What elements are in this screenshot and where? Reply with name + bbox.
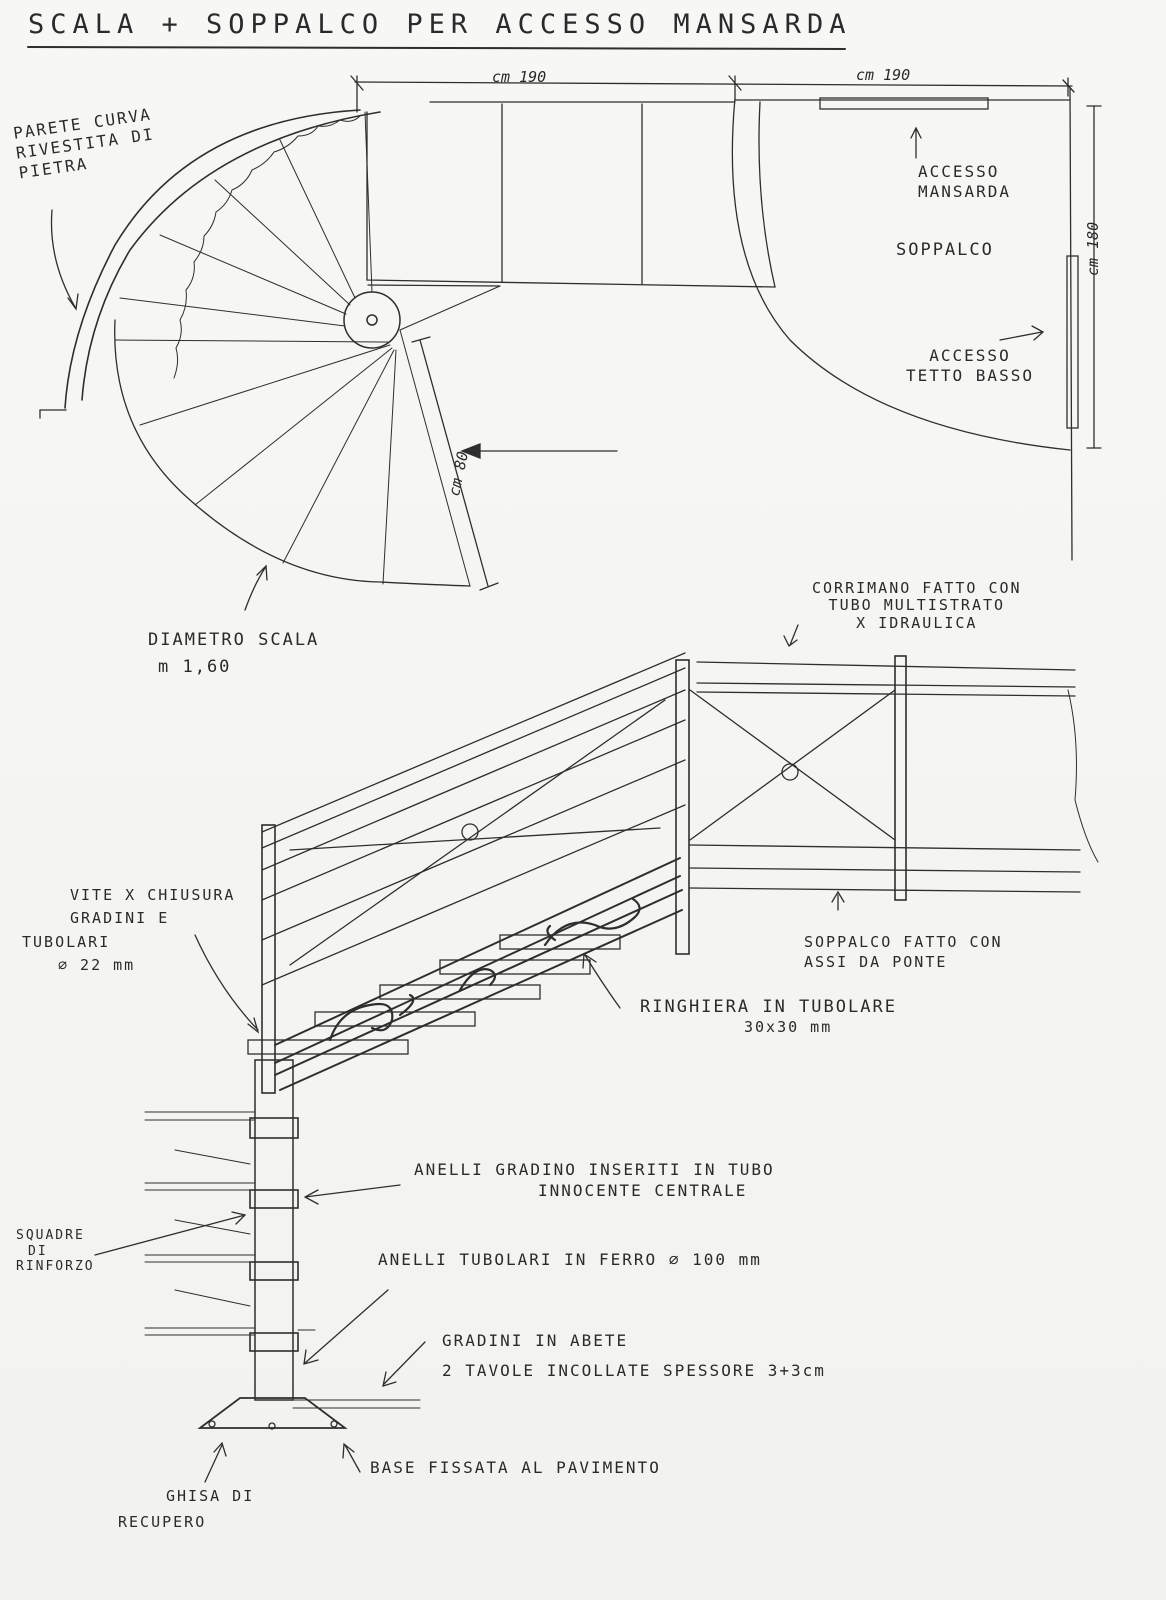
handrail-arrow xyxy=(783,624,799,647)
stair-treads xyxy=(114,111,501,587)
railing-scrolls xyxy=(328,897,641,1042)
wall-arrow xyxy=(50,209,79,311)
dimension-line-step xyxy=(419,339,489,587)
loft-label: SOPPALCO xyxy=(896,240,994,260)
railing-arrow xyxy=(582,952,621,1009)
cast-iron-arrow xyxy=(204,1441,227,1483)
loft-edge-curve xyxy=(731,97,1071,451)
stair-handrail xyxy=(261,652,686,986)
base-arrow xyxy=(342,1442,361,1473)
railing-frame xyxy=(274,857,683,1091)
stair-outer-circle xyxy=(114,319,471,587)
roof-access-door xyxy=(1066,255,1079,429)
loft-post-left xyxy=(675,659,690,955)
iron-rings-arrow xyxy=(303,1289,389,1365)
brackets-arrow xyxy=(94,1211,247,1256)
plan-view xyxy=(39,75,1102,611)
elevation-view xyxy=(94,624,1099,1483)
dim-right: cm 180 xyxy=(1084,221,1102,276)
steps-arrow xyxy=(382,1341,426,1387)
landing-outline xyxy=(366,101,776,288)
step-treads-side xyxy=(247,934,621,1055)
screw-arrow xyxy=(194,934,260,1034)
loft-post-right xyxy=(894,655,907,901)
step-rings xyxy=(249,1117,299,1352)
attic-arrow xyxy=(910,126,922,159)
roof-arrow xyxy=(999,325,1045,341)
room-wall-right xyxy=(1069,87,1073,561)
cast-iron-base xyxy=(197,1397,348,1429)
curved-stone-wall xyxy=(64,109,361,409)
central-column xyxy=(343,291,401,349)
page-title: SCALA + SOPPALCO PER ACCESSO MANSARDA xyxy=(28,9,852,40)
iron-rings-note: ANELLI TUBOLARI IN FERRO ⌀ 100 mm xyxy=(378,1250,762,1269)
dim-top-right: cm 190 xyxy=(856,66,911,84)
stair-post xyxy=(261,824,276,1094)
title-underline xyxy=(27,46,846,50)
central-tube xyxy=(254,1059,294,1401)
loft-arrow xyxy=(831,890,845,911)
rings-arrow xyxy=(303,1184,401,1205)
dim-top-left: cm 190 xyxy=(492,68,547,86)
attic-hatch xyxy=(819,97,989,110)
lower-steps xyxy=(144,1111,421,1409)
loft-floor xyxy=(689,844,1081,851)
diameter-arrow xyxy=(244,564,268,611)
dimension-line-top xyxy=(354,81,1073,87)
base-note: BASE FISSATA AL PAVIMENTO xyxy=(370,1458,661,1477)
